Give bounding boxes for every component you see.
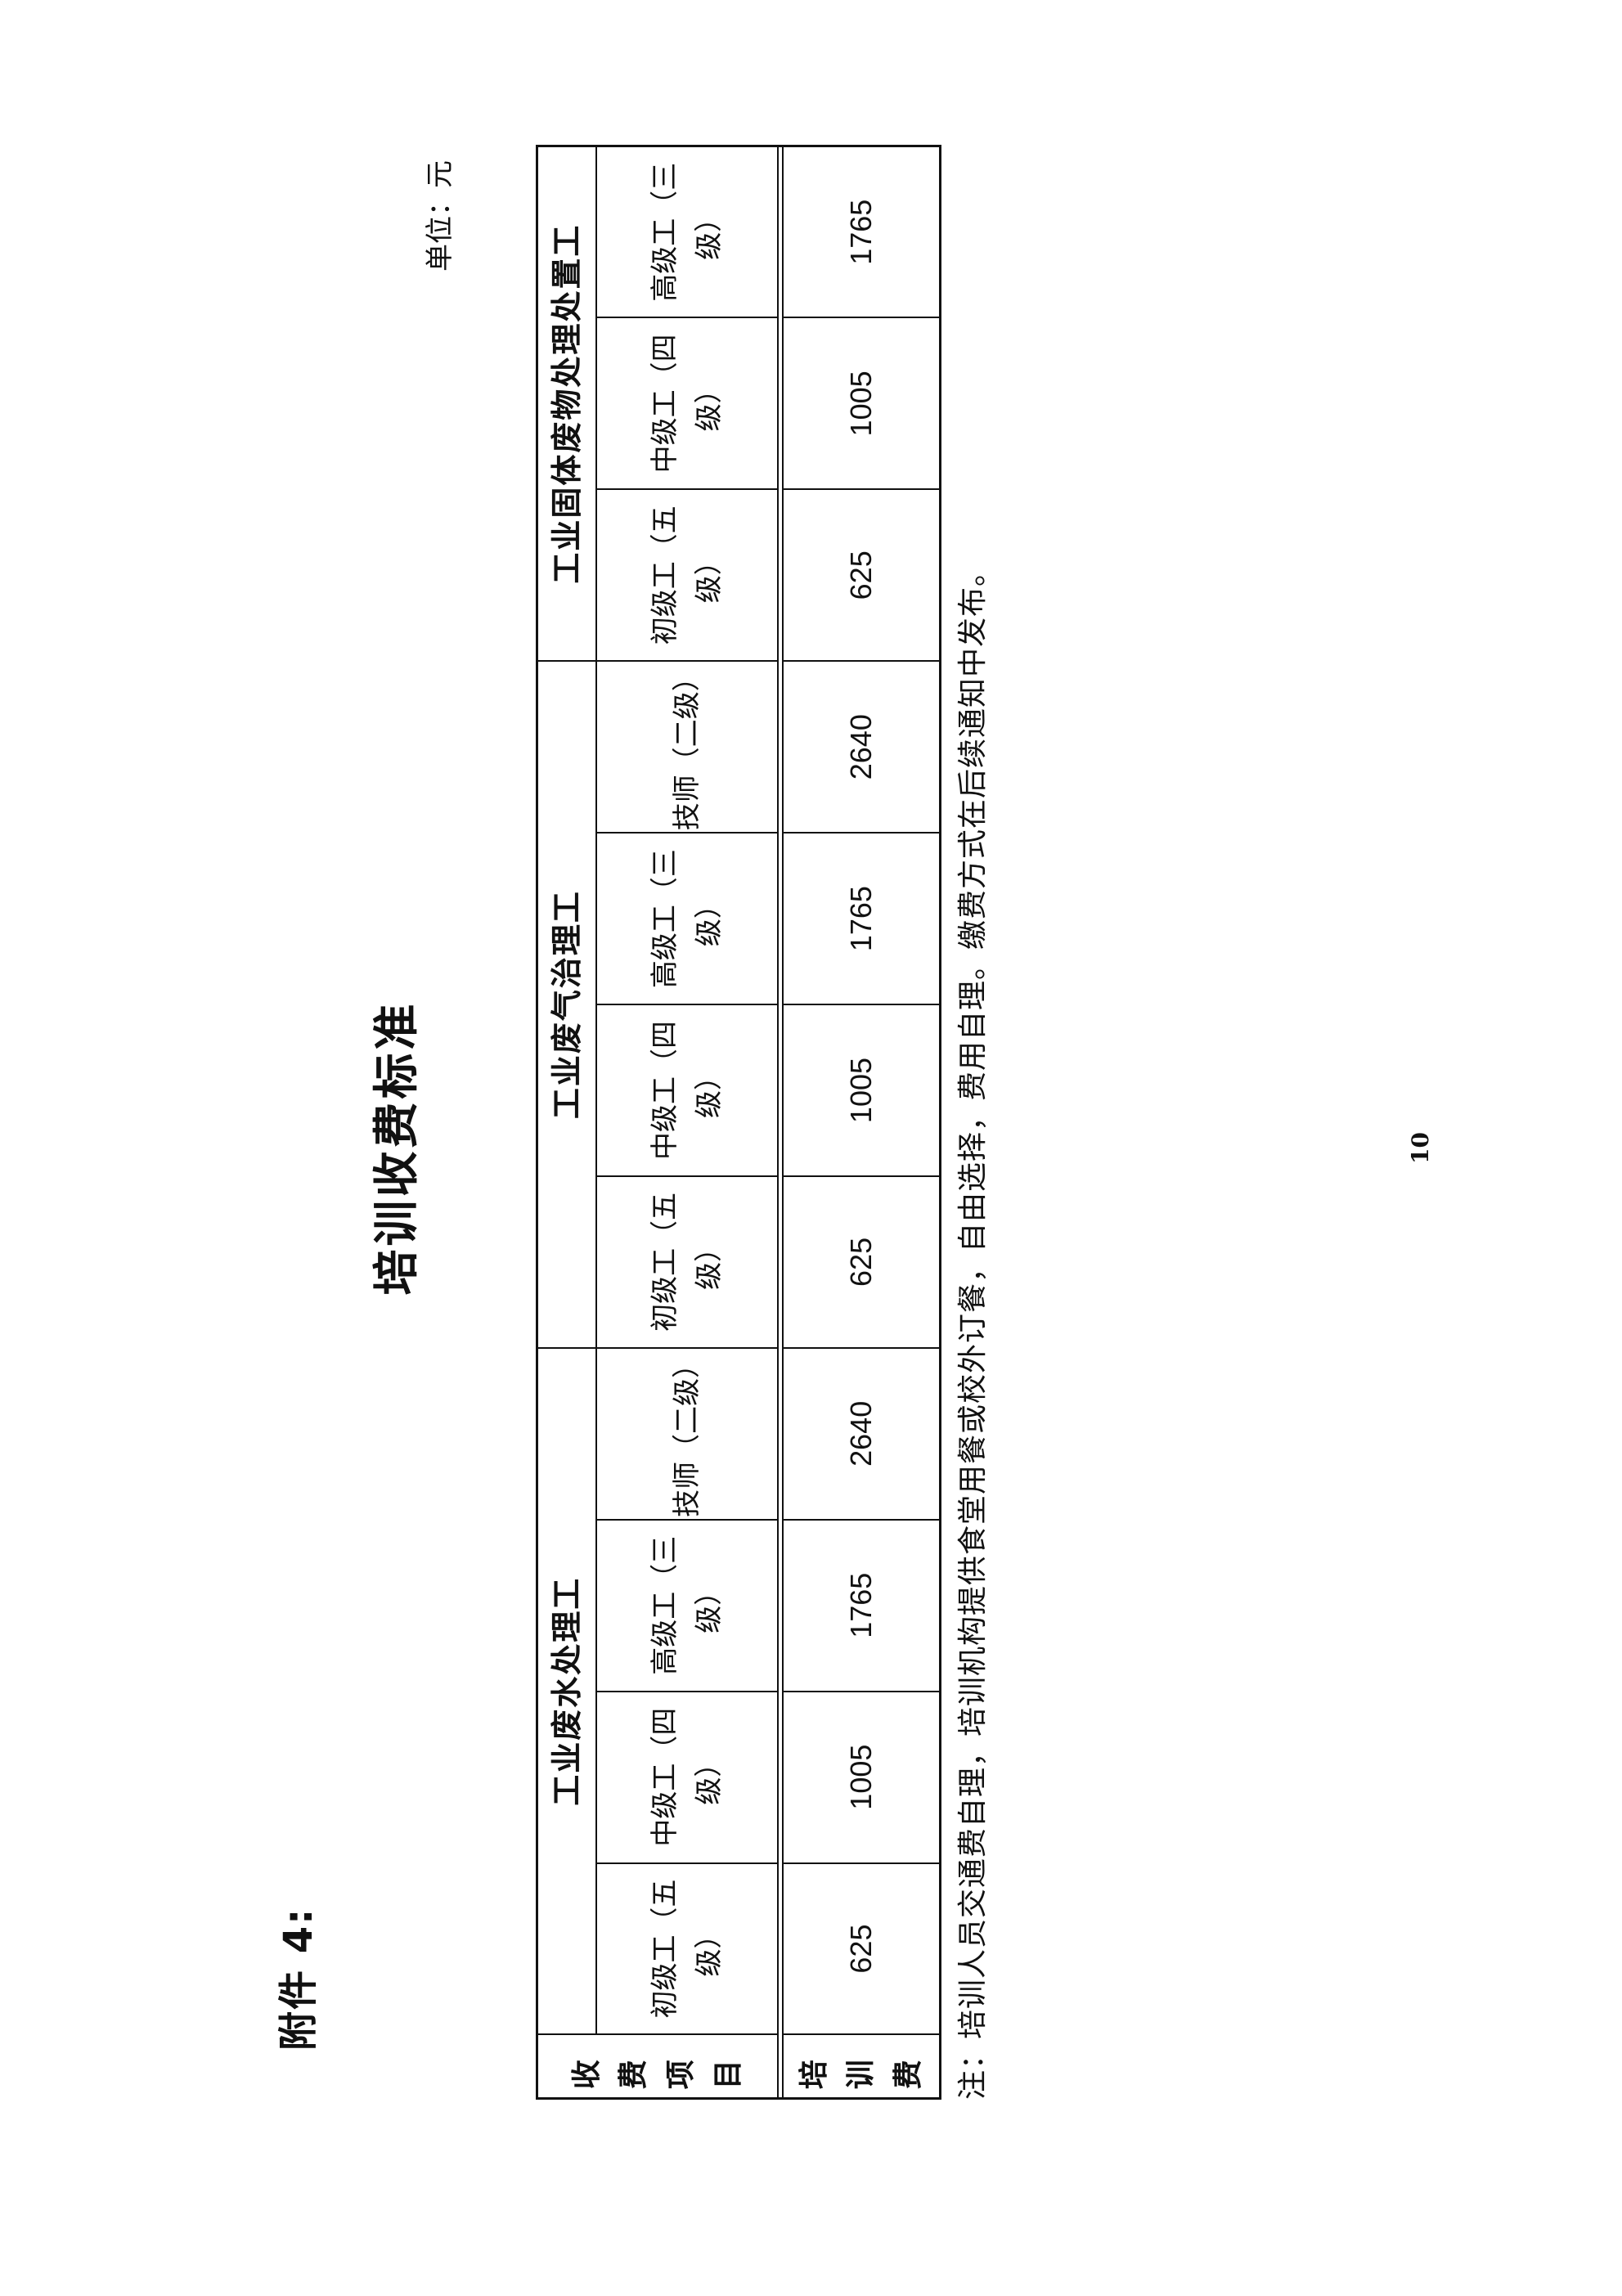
group-header: 工业固体废物处理处置工 xyxy=(537,146,596,662)
fee-cell: 1005 xyxy=(783,317,941,490)
fee-cell: 2640 xyxy=(783,1347,941,1520)
group-header-row: 收费项目 工业废水处理工 工业废气治理工 工业固体废物处理处置工 xyxy=(537,146,778,2099)
fee-cell: 2640 xyxy=(783,661,941,833)
level-cell: 中级工（四级） xyxy=(596,1691,778,1863)
fee-row: 培训费 625 1005 1765 2640 625 1005 1765 264… xyxy=(783,146,941,2099)
fee-cell: 625 xyxy=(783,1175,941,1348)
level-cell: 初级工（五级） xyxy=(596,1175,778,1348)
corner-label: 收费项目 xyxy=(569,2043,745,2090)
fee-cell: 1005 xyxy=(783,1691,941,1863)
fee-cell: 1765 xyxy=(783,1519,941,1692)
level-cell: 初级工（五级） xyxy=(596,489,778,662)
fee-row-label: 培训费 xyxy=(783,2034,941,2099)
level-cell: 高级工（三级） xyxy=(596,146,778,318)
attachment-label: 附件 4: xyxy=(276,1907,321,2051)
group-header: 工业废气治理工 xyxy=(537,661,596,1348)
page-number: 10 xyxy=(1407,1132,1434,1164)
fee-cell: 625 xyxy=(783,489,941,662)
group-header: 工业废水处理工 xyxy=(537,1347,596,2035)
level-cell: 初级工（五级） xyxy=(596,1862,778,2035)
level-cell: 技师（二级） xyxy=(596,661,778,833)
level-cell: 技师（二级） xyxy=(596,1347,778,1520)
unit-label: 单位：元 xyxy=(424,160,456,272)
fee-cell: 1765 xyxy=(783,146,941,318)
page-title: 培训收费标准 xyxy=(371,1000,424,1296)
footnote: 注：培训人员交通费自理，培训机构提供食堂用餐或校外订餐，自由选择，费用自理。缴费… xyxy=(956,555,990,2100)
fee-table: 收费项目 工业废水处理工 工业废气治理工 工业固体废物处理处置工 初级工（五级）… xyxy=(536,145,941,2100)
level-cell: 中级工（四级） xyxy=(596,1004,778,1176)
fee-cell: 1765 xyxy=(783,833,941,1005)
level-cell: 中级工（四级） xyxy=(596,317,778,490)
corner-cell: 收费项目 xyxy=(537,2034,778,2099)
level-row: 初级工（五级） 中级工（四级） 高级工（三级） 技师（二级） 初级工（五级） 中… xyxy=(596,146,778,2099)
fee-cell: 625 xyxy=(783,1862,941,2035)
level-cell: 高级工（三级） xyxy=(596,1519,778,1692)
fee-cell: 1005 xyxy=(783,1004,941,1176)
level-cell: 高级工（三级） xyxy=(596,833,778,1005)
